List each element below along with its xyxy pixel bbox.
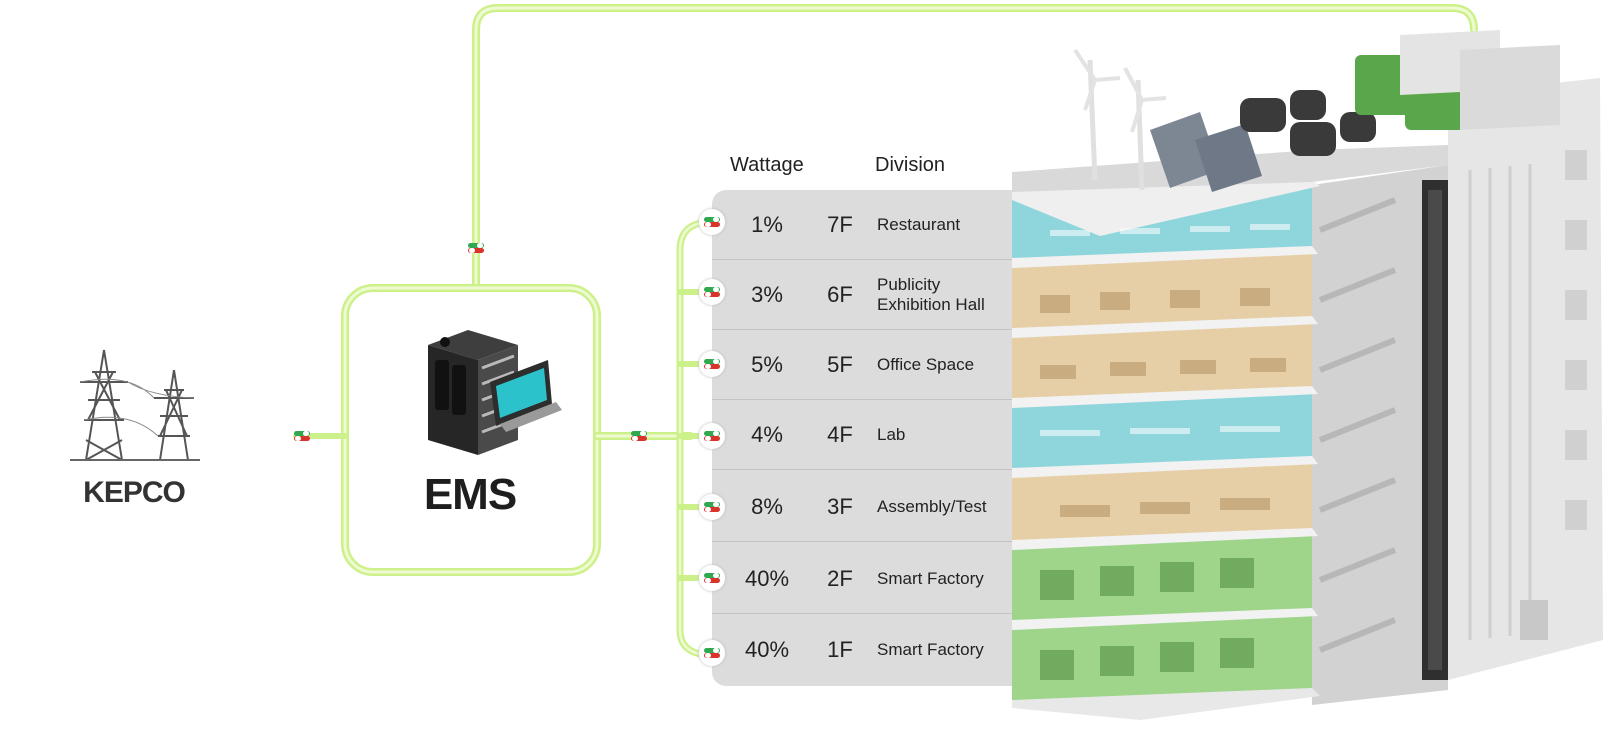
division-cell: Smart Factory (877, 640, 984, 659)
table-row: 8% 3F Assembly/Test (712, 472, 1012, 542)
switch-icon (294, 431, 310, 441)
division-cell: Smart Factory (877, 569, 984, 588)
division-cell: Lab (877, 425, 906, 444)
roof-feed-switch[interactable] (463, 235, 489, 261)
table-row: 4% 4F Lab (712, 400, 1012, 470)
table-row: 3% 6F Publicity Exhibition Hall (712, 260, 1012, 330)
wattage-cell: 4% (751, 422, 783, 447)
floor-cell: 4F (827, 422, 853, 447)
switch-icon (631, 431, 647, 441)
switch-icon (704, 502, 720, 512)
kepco-label: KEPCO (83, 476, 186, 509)
floor-cell: 1F (827, 637, 853, 662)
switch-icon (704, 573, 720, 583)
floor-cell: 2F (827, 566, 853, 591)
floor-3f-switch[interactable] (699, 494, 725, 520)
switch-icon (468, 243, 484, 253)
division-cell: Publicity Exhibition Hall (877, 275, 985, 314)
ems-output-switch[interactable] (626, 423, 652, 449)
floor-cell: 5F (827, 352, 853, 377)
table-row: 40% 1F Smart Factory (712, 615, 1012, 685)
kepco-switch[interactable] (289, 423, 315, 449)
floor-6f-switch[interactable] (699, 279, 725, 305)
floor-1f-switch[interactable] (699, 640, 725, 666)
wattage-cell: 8% (751, 494, 783, 519)
floor-4f-switch[interactable] (699, 423, 725, 449)
table-row: 40% 2F Smart Factory (712, 544, 1012, 614)
division-cell: Office Space (877, 355, 975, 374)
floor-cell: 6F (827, 282, 853, 307)
wattage-header: Wattage (730, 154, 804, 176)
switch-icon (704, 287, 720, 297)
floor-cell: 7F (827, 212, 853, 237)
wattage-cell: 3% (751, 282, 783, 307)
building-cutaway-icon (1012, 30, 1603, 720)
table-row: 1% 7F Restaurant (712, 190, 1012, 260)
ems-label: EMS (423, 470, 517, 519)
division-header: Division (875, 154, 946, 176)
switch-icon (704, 431, 720, 441)
floor-5f-switch[interactable] (699, 351, 725, 377)
switch-icon (704, 648, 720, 658)
wattage-cell: 1% (751, 212, 783, 237)
transmission-tower-icon (70, 349, 200, 461)
division-cell: Restaurant (877, 215, 961, 234)
switch-icon (704, 359, 720, 369)
wattage-cell: 5% (751, 352, 783, 377)
switch-icon (704, 217, 720, 227)
floor-2f-switch[interactable] (699, 565, 725, 591)
floor-table-panel (712, 190, 1012, 686)
table-row: 5% 5F Office Space (712, 330, 1012, 400)
floor-7f-switch[interactable] (699, 209, 725, 235)
wattage-cell: 40% (744, 637, 790, 662)
server-rack-icon (428, 330, 562, 455)
division-cell: Assembly/Test (877, 497, 987, 516)
floor-cell: 3F (827, 494, 853, 519)
wattage-cell: 40% (744, 566, 790, 591)
